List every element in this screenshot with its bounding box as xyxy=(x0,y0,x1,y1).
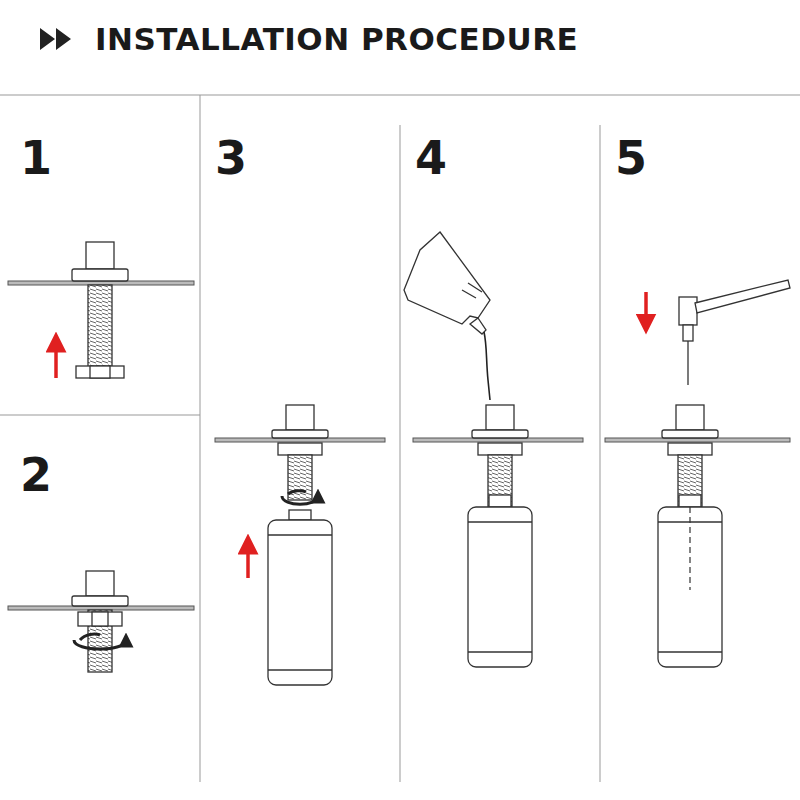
pump-body xyxy=(72,571,128,672)
step-number: 5 xyxy=(615,135,647,181)
step-number: 3 xyxy=(215,135,247,181)
fast-forward-icon xyxy=(40,28,71,50)
nozzle-stream xyxy=(484,332,490,400)
pump-body xyxy=(468,405,532,667)
step-number: 2 xyxy=(20,452,52,498)
pump-body xyxy=(658,405,722,667)
direction-arrow xyxy=(246,544,250,578)
direction-arrow xyxy=(54,342,58,378)
panel-dividers xyxy=(0,95,800,782)
step-number: 1 xyxy=(20,135,52,181)
pump-body xyxy=(72,242,128,378)
pump-body xyxy=(272,405,328,500)
rotation-arrow xyxy=(282,491,318,505)
diagram-title: INSTALLATION PROCEDURE xyxy=(95,24,578,55)
direction-arrow xyxy=(644,292,648,324)
step-number: 4 xyxy=(415,135,447,181)
pump-head xyxy=(679,280,790,385)
soap-bottle xyxy=(268,510,332,685)
pump-tube xyxy=(689,507,690,590)
refill-bottle xyxy=(404,232,490,334)
rotation-arrow xyxy=(74,634,126,649)
